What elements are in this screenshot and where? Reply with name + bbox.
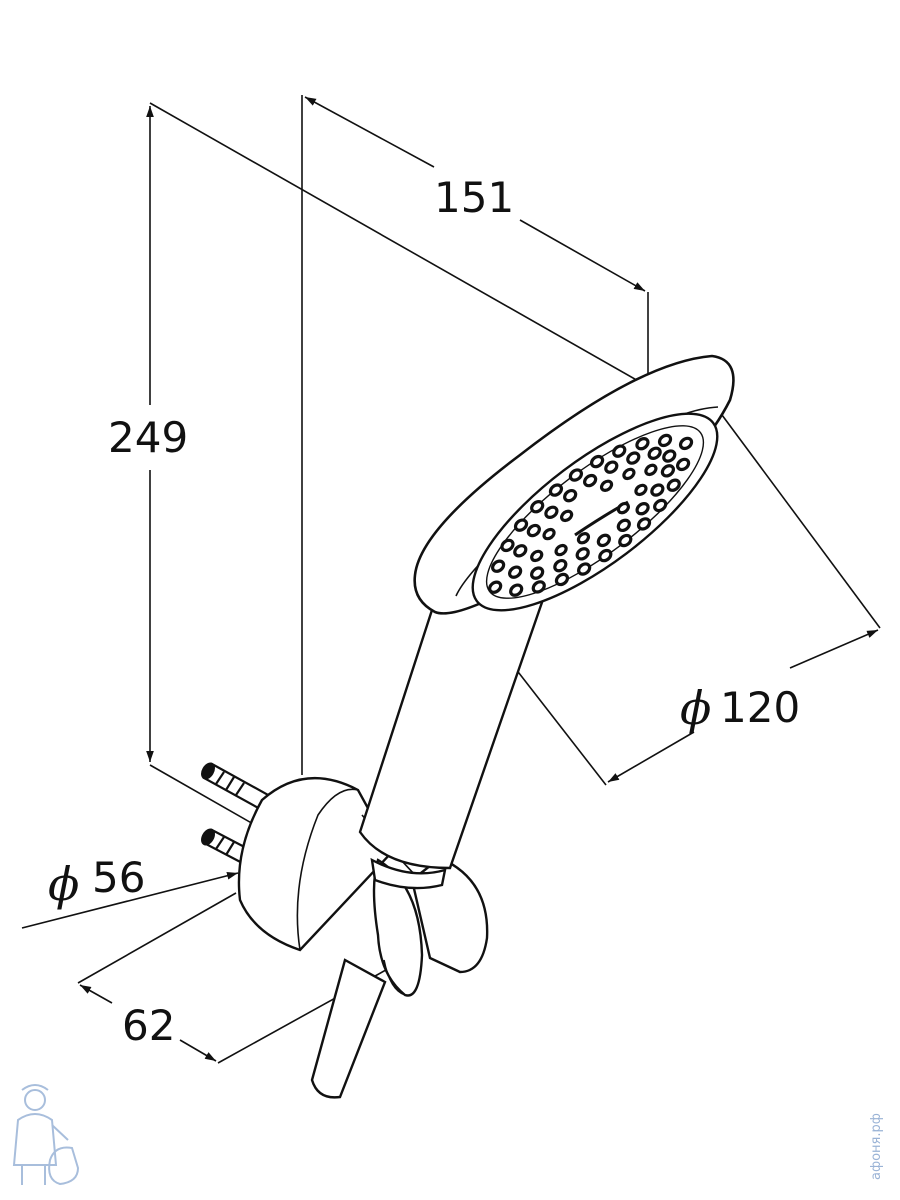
shower-handle	[358, 583, 550, 890]
dimension-label-head-diameter-value: 120	[720, 683, 800, 732]
dimension-label-head-diameter: ϕ 120	[680, 681, 800, 735]
dimension-label-mount-diameter-value: 56	[92, 853, 145, 902]
shower-head	[413, 354, 735, 615]
dimension-line-width-left	[304, 96, 435, 168]
extension-line-top	[149, 102, 641, 383]
extension-line-depth-back	[77, 892, 237, 984]
wall-pin-upper	[201, 762, 272, 812]
dimension-line-depth-left	[79, 984, 113, 1004]
dimension-line-head-left	[607, 731, 695, 783]
dimension-width	[301, 95, 649, 775]
dimension-line-depth-right	[179, 1039, 217, 1062]
hose-outlet	[310, 958, 387, 1099]
dimension-label-width: 151	[434, 173, 514, 222]
spray-nozzles	[488, 433, 694, 597]
dimension-line-head-right	[789, 629, 879, 669]
diameter-symbol-mount: ϕ	[48, 857, 79, 911]
plumber-mascot-logo	[12, 1084, 80, 1186]
extension-line-head-right	[721, 414, 881, 629]
dimension-line-mount-diameter	[21, 871, 239, 929]
dimension-label-mount-depth: 62	[122, 1001, 175, 1050]
diameter-symbol: ϕ	[680, 681, 711, 735]
dimension-line-width-right	[519, 219, 646, 292]
dimension-mount-diameter	[21, 871, 239, 929]
dimension-label-height: 249	[108, 413, 188, 462]
watermark-text: афоня.рф	[869, 1113, 884, 1180]
dimension-label-mount-diameter: ϕ 56	[48, 853, 145, 911]
